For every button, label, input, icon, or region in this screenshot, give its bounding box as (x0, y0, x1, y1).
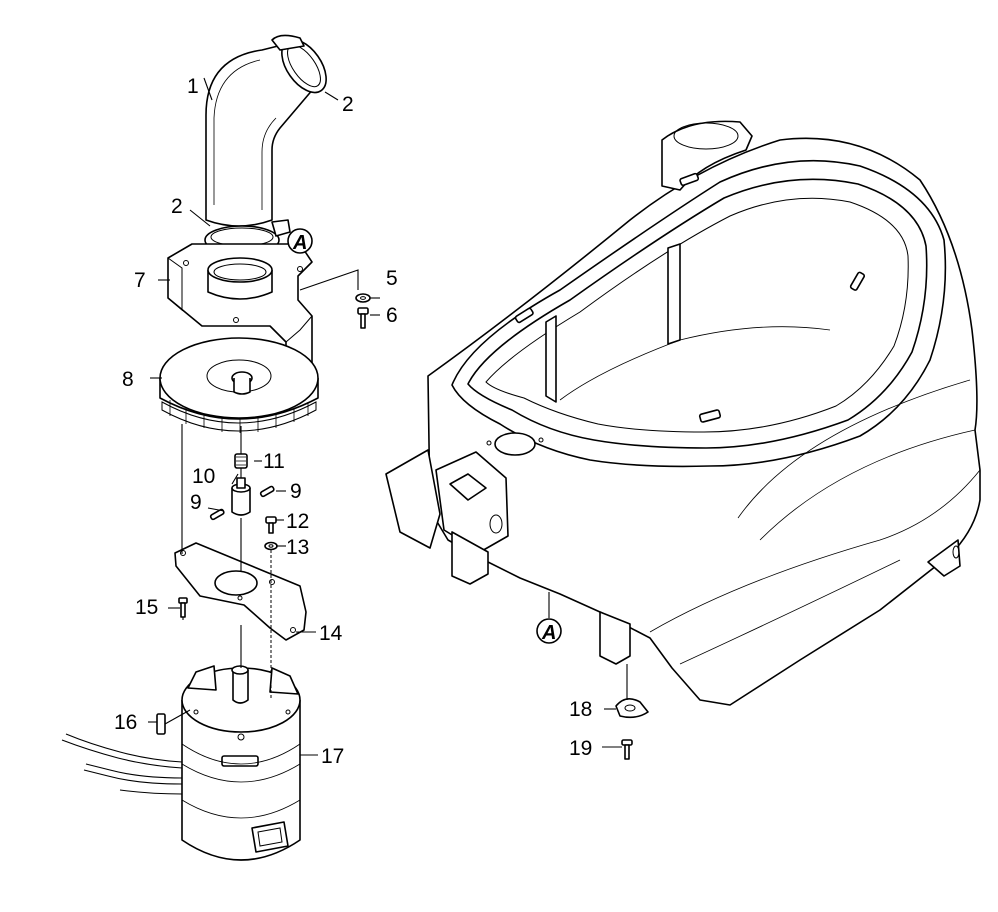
reference-a-bottom-text: A (541, 622, 556, 644)
label-part-18: 18 (569, 698, 592, 721)
label-part-8: 8 (122, 368, 134, 391)
fan-wheel (159, 337, 319, 433)
motor-wires (61, 733, 183, 795)
label-part-17: 17 (321, 745, 344, 768)
screw-15 (178, 597, 188, 618)
label-part-2-top: 2 (342, 93, 354, 116)
clip-18-screw-19 (548, 592, 649, 760)
washer-5-screw-6 (355, 293, 380, 329)
reference-marker-a-bottom: A (536, 618, 562, 644)
label-part-1: 1 (187, 75, 199, 98)
motor-key (156, 713, 166, 735)
leader-lines-left (148, 77, 359, 756)
bracket-collar (207, 257, 273, 300)
label-part-15: 15 (135, 596, 158, 619)
screw-12-washer-13 (264, 516, 278, 551)
electric-motor (181, 665, 301, 861)
label-part-5: 5 (386, 267, 398, 290)
hose-clamp-top (271, 34, 327, 94)
label-part-19: 19 (569, 737, 592, 760)
part-number-labels: 1 2 2 5 6 7 8 9 9 10 11 12 13 14 15 16 1… (114, 75, 592, 768)
label-part-6: 6 (386, 304, 398, 327)
label-part-16: 16 (114, 711, 137, 734)
label-part-9-right: 9 (290, 480, 302, 503)
label-part-14: 14 (319, 622, 343, 645)
label-part-12: 12 (286, 510, 309, 533)
label-part-10: 10 (192, 465, 215, 488)
label-part-2-bottom: 2 (171, 195, 183, 218)
housing-body (385, 120, 981, 706)
label-part-9-left: 9 (190, 491, 202, 514)
label-part-13: 13 (286, 536, 309, 559)
reference-a-top-text: A (292, 232, 307, 254)
label-part-7: 7 (134, 269, 146, 292)
reference-marker-a-top: A (287, 228, 313, 254)
motor-mounting-plate (174, 542, 307, 641)
label-part-11: 11 (263, 450, 285, 473)
